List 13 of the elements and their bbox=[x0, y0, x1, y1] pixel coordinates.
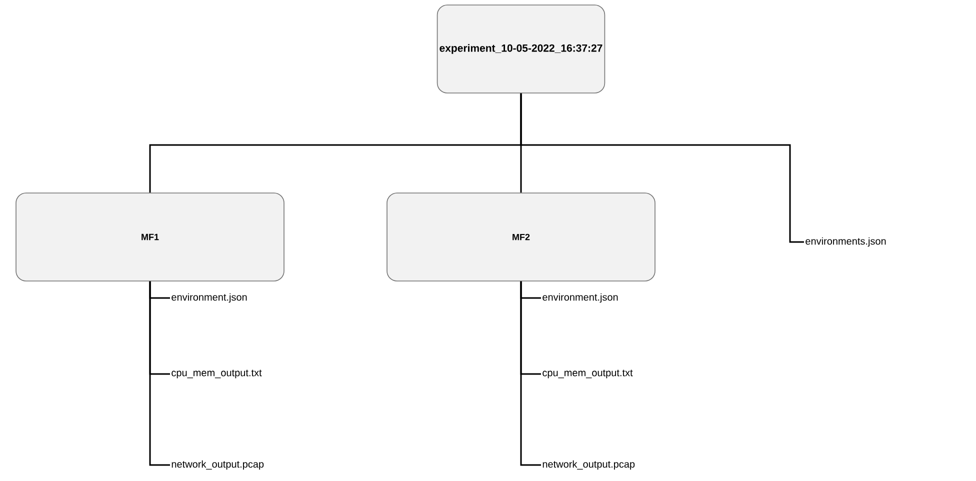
tree-line bbox=[149, 281, 170, 466]
file-name: network_output.pcap bbox=[172, 460, 264, 470]
file-name: cpu_mem_output.txt bbox=[542, 370, 633, 378]
file-name: environment.json bbox=[172, 293, 247, 303]
file-name: cpu_mem_output.txt bbox=[172, 370, 262, 378]
tree-line bbox=[520, 93, 804, 243]
file-name: environment.json bbox=[542, 293, 618, 303]
file-name: environments.json bbox=[806, 237, 886, 247]
folder-box: MF2 bbox=[386, 192, 656, 282]
tree-line bbox=[520, 281, 541, 466]
file-name: network_output.pcap bbox=[542, 460, 635, 470]
folder-box: experiment_10-05-2022_16:37:27 bbox=[436, 4, 606, 94]
folder-box: MF1 bbox=[16, 192, 284, 282]
